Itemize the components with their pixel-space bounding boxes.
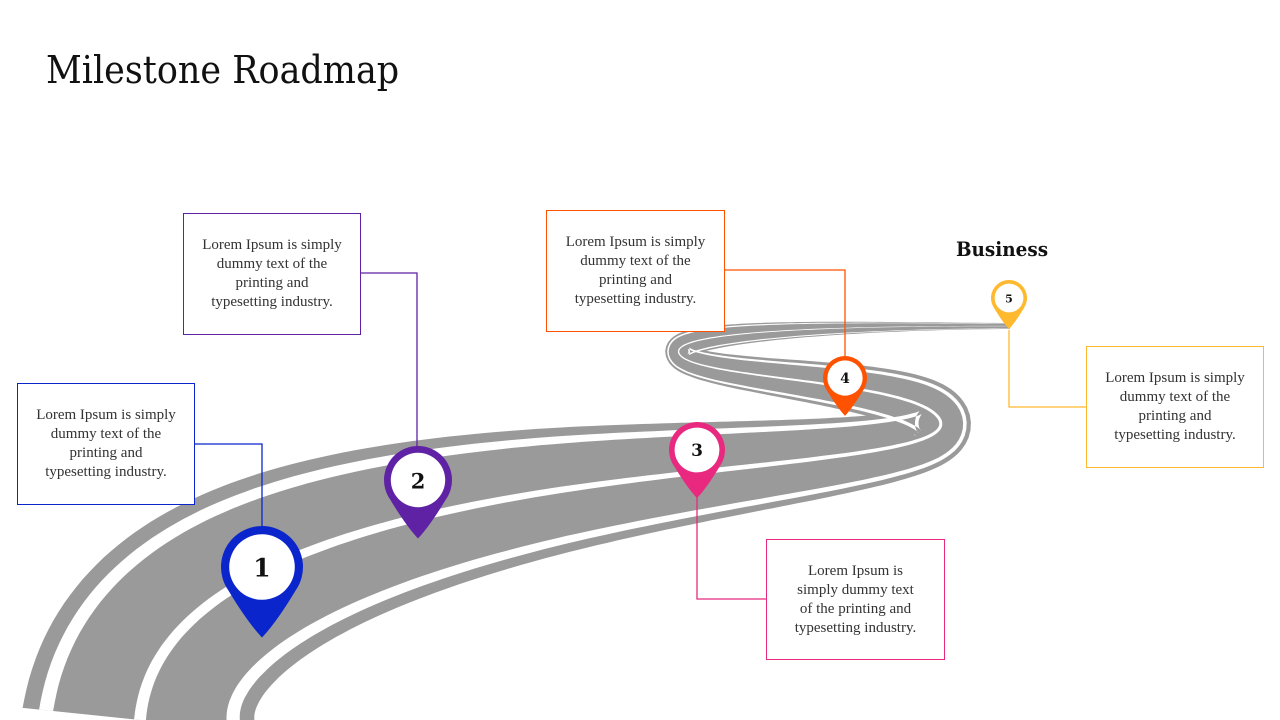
milestone-1-number: 1 — [253, 554, 270, 583]
milestone-5-text: Lorem Ipsum is simply dummy text of the … — [1105, 370, 1245, 443]
pin-inner-circle — [390, 452, 446, 508]
milestone-3-pin: 3 — [669, 421, 726, 499]
milestone-5-connector — [1008, 330, 1086, 408]
milestone-1-connector — [195, 443, 263, 528]
milestone-3-number: 3 — [691, 441, 703, 461]
milestone-1-pin: 1 — [220, 526, 303, 638]
milestone-2-pin: 2 — [383, 446, 452, 539]
end-label: Business — [956, 237, 1049, 261]
milestone-4-pin: 4 — [823, 355, 868, 416]
milestone-1-textbox: Lorem Ipsum is simply dummy text of the … — [17, 383, 195, 505]
page-title: Milestone Roadmap — [46, 48, 400, 92]
milestone-2-number: 2 — [411, 469, 426, 494]
milestone-3-connector — [696, 490, 766, 600]
milestone-4-textbox: Lorem Ipsum is simply dummy text of the … — [546, 210, 725, 332]
milestone-4-connector — [725, 269, 846, 356]
milestone-5-textbox: Lorem Ipsum is simply dummy text of the … — [1086, 346, 1264, 468]
milestone-5-pin: 5 — [991, 280, 1027, 329]
milestone-4-text: Lorem Ipsum is simply dummy text of the … — [565, 234, 706, 307]
milestone-5-number: 5 — [1005, 293, 1013, 306]
milestone-2-textbox: Lorem Ipsum is simply dummy text of the … — [183, 213, 361, 335]
pin-inner-circle — [827, 360, 863, 396]
pin-inner-circle — [229, 534, 295, 600]
milestone-2-text: Lorem Ipsum is simply dummy text of the … — [202, 237, 342, 310]
milestone-1-text: Lorem Ipsum is simply dummy text of the … — [36, 407, 176, 480]
milestone-4-number: 4 — [840, 371, 850, 387]
pin-inner-circle — [994, 283, 1024, 313]
pin-inner-circle — [674, 427, 720, 473]
milestone-3-textbox: Lorem Ipsum is simply dummy text of the … — [766, 539, 945, 660]
milestone-2-connector — [361, 272, 418, 448]
milestone-3-text: Lorem Ipsum is simply dummy text of the … — [794, 562, 917, 636]
